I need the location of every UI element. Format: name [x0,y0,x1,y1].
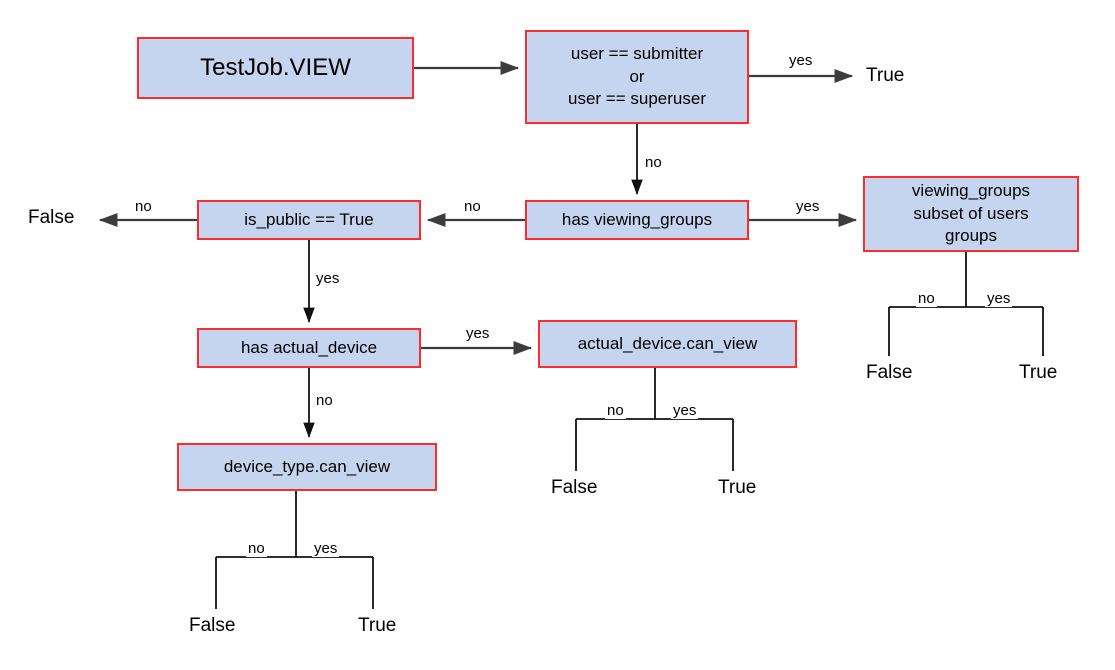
edge-label-groups-no: no [462,198,483,215]
edge-label-user-yes: yes [787,52,815,69]
terminal-false-left: False [28,207,75,228]
edge-label-dtype-no: no [246,540,267,557]
edge-label-subset-no: no [916,290,937,307]
edge-label-acv-yes: yes [671,402,699,419]
edge-label-acv-no: no [605,402,626,419]
edge-acv-fork [575,368,734,471]
node-has-viewing-groups[interactable]: has viewing_groups [525,200,749,240]
terminal-true-device-type: True [358,615,397,636]
node-viewing-groups-subset[interactable]: viewing_groups subset of users groups [863,176,1079,252]
terminal-true-actual-device: True [718,477,757,498]
node-is-public-label: is_public == True [244,209,374,229]
node-actual-device-can-view[interactable]: actual_device.can_view [538,320,797,368]
node-viewing-groups-subset-label: viewing_groups subset of users groups [911,181,1031,246]
terminal-true-top: True [866,65,905,86]
node-actual-device-can-view-label: actual_device.can_view [577,333,758,353]
node-is-public[interactable]: is_public == True [197,200,421,240]
node-user-check[interactable]: user == submitter or user == superuser [525,30,749,124]
node-has-viewing-groups-label: has viewing_groups [561,209,713,229]
edge-label-dtype-yes: yes [312,540,340,557]
node-start[interactable]: TestJob.VIEW [137,37,414,99]
edge-label-subset-yes: yes [985,290,1013,307]
terminal-false-actual-device: False [551,477,598,498]
edge-subset-fork [888,252,1044,356]
terminal-false-device-type: False [189,615,236,636]
edge-label-user-no: no [643,154,664,171]
edge-dtype-fork [215,491,374,609]
terminal-true-subset: True [1019,362,1058,383]
node-has-actual-device[interactable]: has actual_device [197,328,421,368]
edge-label-groups-yes: yes [794,198,822,215]
node-has-actual-device-label: has actual_device [240,337,378,357]
terminal-false-subset: False [866,362,913,383]
node-start-label: TestJob.VIEW [200,54,351,82]
node-user-check-label: user == submitter or user == superuser [568,44,706,109]
edge-label-public-no: no [133,198,154,215]
edge-label-actual-no: no [314,392,335,409]
node-device-type-can-view[interactable]: device_type.can_view [177,443,437,491]
edge-label-actual-yes: yes [464,325,492,342]
node-device-type-can-view-label: device_type.can_view [223,456,391,476]
edge-label-public-yes: yes [314,270,342,287]
